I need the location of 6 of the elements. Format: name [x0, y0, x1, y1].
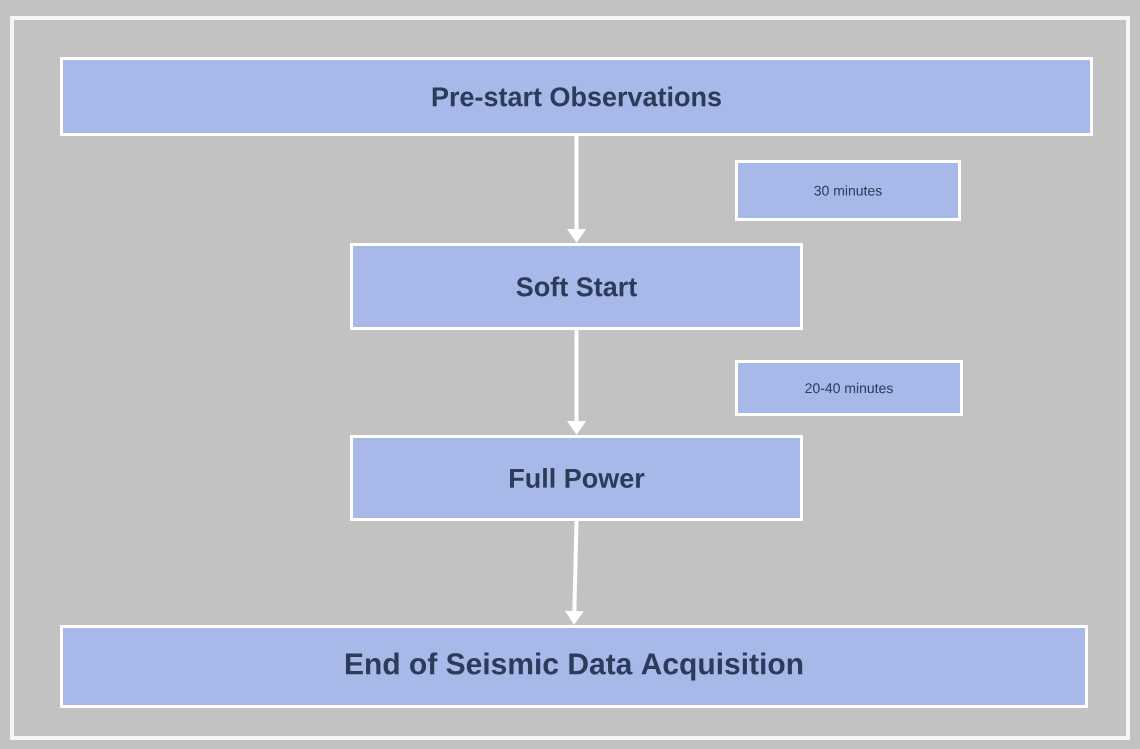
- process-box: End of Seismic Data Acquisition: [60, 625, 1088, 708]
- process-box: Full Power: [350, 435, 803, 521]
- duration-box: 20-40 minutes: [735, 360, 963, 416]
- process-box: Soft Start: [350, 243, 803, 330]
- duration-box: 30 minutes: [735, 160, 961, 221]
- process-box: Pre-start Observations: [60, 57, 1093, 136]
